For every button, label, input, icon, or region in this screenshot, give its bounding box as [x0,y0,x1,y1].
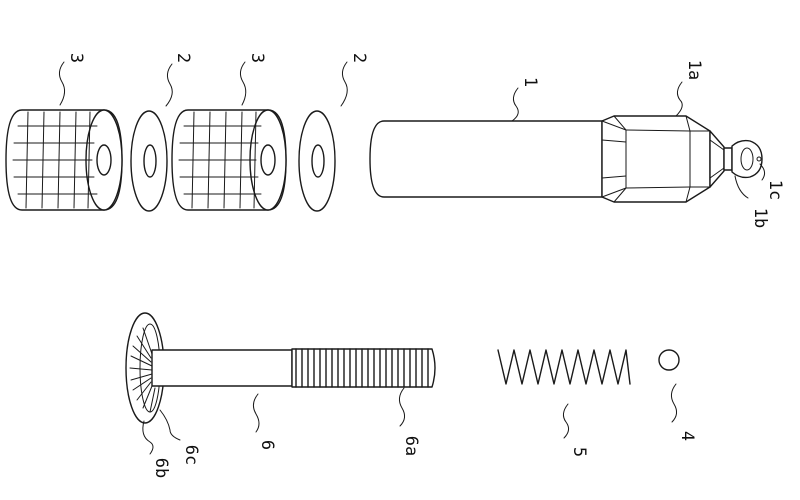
label-roller-left: 3 [66,53,86,63]
label-roller-right: 3 [247,53,267,63]
spring [498,350,630,384]
label-washer-left: 2 [173,53,193,63]
tube-assembly [370,116,762,202]
label-screw-thread: 6a [401,436,421,456]
label-tube: 1 [520,77,540,87]
washer-left [131,111,167,211]
roller-right [172,110,286,210]
ball [659,350,679,370]
label-ball: 4 [677,431,697,441]
label-neck: 1b [750,208,770,228]
label-screw-ribs: 6c [181,445,201,465]
label-screw-flange: 6b [151,458,171,478]
leader-lines [59,62,764,454]
label-spring: 5 [569,447,589,457]
roller-left [6,110,122,210]
label-hex-head: 1a [684,60,704,80]
label-tip: 1c [765,180,785,200]
label-screw: 6 [257,440,277,450]
label-washer-right: 2 [349,53,369,63]
screw-assembly [126,313,435,423]
washer-right [299,111,335,211]
